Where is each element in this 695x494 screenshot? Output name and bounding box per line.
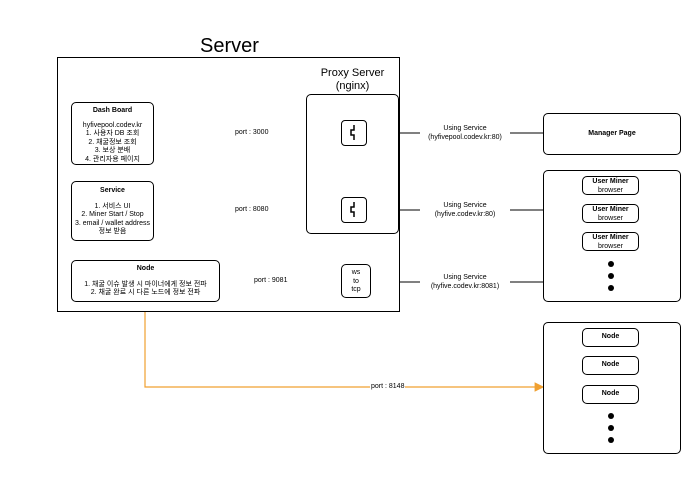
- ellipsis-dot: [608, 437, 614, 443]
- port-8080-label: port : 8080: [234, 206, 270, 215]
- proxy-plug-icon: [341, 120, 367, 146]
- service-line: 1. 서비스 UI: [94, 202, 131, 210]
- ellipsis-dot: [608, 413, 614, 419]
- node-box: Node: [582, 356, 639, 375]
- user-miner-sub: browser: [598, 186, 623, 194]
- dashboard-line: 2. 채굴정보 조회: [88, 138, 137, 146]
- node-main-box: Node 1. 채굴 이슈 발생 시 마이너에게 정보 전파 2. 채굴 완료 …: [71, 260, 220, 302]
- dashboard-title: Dash Board: [92, 107, 133, 114]
- service-line: 2. Miner Start / Stop: [81, 211, 144, 218]
- using-service-line: Using Service: [443, 125, 487, 132]
- proxy-title-line1: Proxy Server: [320, 67, 385, 79]
- proxy-server-title: Proxy Server (nginx): [306, 67, 399, 93]
- port-3000-label: port : 3000: [234, 129, 270, 138]
- proxy-plug-icon: [341, 197, 367, 223]
- manager-page-box: Manager Page: [543, 113, 681, 155]
- plug-icon: [350, 202, 355, 217]
- node-box: Node: [582, 328, 639, 347]
- line-port-8148: [140, 300, 545, 392]
- dashboard-line: 3. 보상 분배: [94, 147, 131, 154]
- service-title: Service: [100, 187, 125, 194]
- using-service-label-2: Using Service (hyfive.codev.kr:80): [420, 202, 510, 219]
- ellipsis-dot: [608, 285, 614, 291]
- user-miner-sub: browser: [598, 214, 623, 222]
- using-service-host: (hyfivepool.codev.kr:80): [428, 133, 502, 141]
- using-service-host: (hyfive.codev.kr:8081): [430, 282, 500, 290]
- user-miner-title: User Miner: [592, 206, 629, 213]
- user-miner-sub: browser: [598, 242, 623, 250]
- port-9081-label: port : 9081: [253, 277, 289, 286]
- user-miner-title: User Miner: [592, 178, 629, 185]
- server-title: Server: [200, 35, 259, 57]
- user-miner-box: User Miner browser: [582, 204, 639, 223]
- node-main-title: Node: [136, 265, 155, 272]
- using-service-label-3: Using Service (hyfive.codev.kr:8081): [420, 274, 510, 291]
- user-miner-box: User Miner browser: [582, 176, 639, 195]
- node-main-line: 2. 채굴 완료 시 다른 노드에 정보 전파: [90, 289, 201, 296]
- user-miner-title: User Miner: [592, 234, 629, 241]
- ws-line: tcp: [351, 286, 361, 293]
- using-service-label-1: Using Service (hyfivepool.codev.kr:80): [420, 125, 510, 142]
- ellipsis-dot: [608, 273, 614, 279]
- ellipsis-dot: [608, 261, 614, 267]
- ws-line: to: [353, 277, 359, 285]
- dashboard-line: 1. 사용자 DB 조회: [85, 130, 140, 137]
- plug-icon: [350, 125, 355, 140]
- port-8148-label: port : 8148: [370, 383, 406, 392]
- using-service-line: Using Service: [443, 202, 487, 209]
- ellipsis-dot: [608, 425, 614, 431]
- using-service-line: Using Service: [443, 274, 487, 281]
- proxy-title-line2: (nginx): [335, 80, 370, 92]
- service-line: 정보 받음: [98, 228, 127, 235]
- user-miner-box: User Miner browser: [582, 232, 639, 251]
- node-main-line: 1. 채굴 이슈 발생 시 마이너에게 정보 전파: [84, 280, 207, 288]
- service-box: Service 1. 서비스 UI 2. Miner Start / Stop …: [71, 181, 154, 241]
- service-line: 3. email / wallet address: [74, 219, 151, 227]
- using-service-host: (hyfive.codev.kr:80): [434, 210, 496, 218]
- ws-line: ws: [351, 269, 361, 276]
- dashboard-line: 4. 관리자용 페이지: [85, 155, 140, 163]
- dashboard-box: Dash Board hyfivepool.codev.kr 1. 사용자 DB…: [71, 102, 154, 165]
- ws-to-tcp-box: ws to tcp: [341, 264, 371, 298]
- node-box: Node: [582, 385, 639, 404]
- manager-page-label: Manager Page: [588, 129, 636, 137]
- dashboard-url: hyfivepool.codev.kr: [82, 121, 143, 129]
